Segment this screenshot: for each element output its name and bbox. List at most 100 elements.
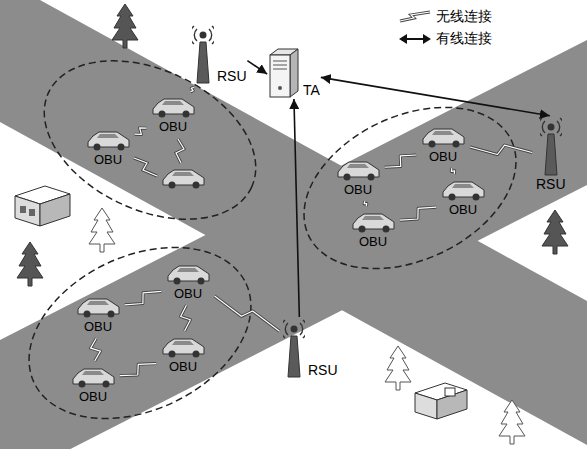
node-label: OBU [359, 235, 387, 249]
wired-link-line [294, 99, 299, 317]
road [0, 40, 587, 449]
wireless-link-outline [125, 291, 161, 304]
wireless-link [215, 296, 280, 331]
tree [112, 4, 138, 48]
legend-row: 有线连接 [398, 28, 492, 50]
wired-link-line [321, 77, 550, 115]
wireless-link-outline [181, 305, 191, 331]
car-icon [350, 210, 396, 234]
car-icon [160, 335, 206, 359]
wireless-link-outline [451, 168, 454, 174]
building [415, 383, 467, 419]
wireless-link-core [470, 145, 532, 154]
roadside-unit: RSU [192, 24, 247, 84]
roadside-unit: RSU [536, 116, 566, 192]
car-icon [75, 295, 121, 319]
wireless-link-core [190, 87, 194, 92]
wireless-link [120, 364, 156, 376]
car-icon [335, 158, 381, 182]
wireless-link-outline [190, 87, 194, 92]
antenna-icon [192, 24, 214, 84]
wireless-link-outline [385, 155, 417, 167]
icon [165, 262, 211, 286]
icon [70, 365, 116, 389]
cluster-outline [19, 29, 281, 251]
wired-link-line [247, 61, 267, 74]
icon [150, 95, 196, 119]
legend-row: 无线连接 [398, 6, 492, 28]
wireless-link-core [400, 207, 436, 220]
antenna-icon [540, 116, 562, 176]
node-label: OBU [429, 150, 457, 164]
vehicle-obu: OBU [85, 128, 131, 167]
node-label: RSU [536, 177, 566, 192]
server-icon [268, 46, 300, 98]
wireless-link-core [91, 338, 101, 361]
wireless-link [181, 305, 191, 331]
wireless-link-core [181, 305, 191, 331]
wireless-link-core [215, 296, 280, 331]
icon [420, 125, 466, 149]
legend: 无线连接有线连接 [398, 6, 492, 50]
vehicle-obu: OBU [420, 125, 466, 164]
wireless-link-core [451, 168, 454, 174]
node-label: TA [303, 83, 320, 98]
vehicle-obu: OBU [160, 335, 206, 374]
icon [283, 318, 305, 378]
node-label: OBU [449, 203, 477, 217]
tree [89, 208, 115, 252]
car-icon [150, 95, 196, 119]
wireless-link [125, 291, 161, 304]
node-label: OBU [79, 390, 107, 404]
car-icon [420, 125, 466, 149]
wireless-link-core [364, 201, 367, 206]
icon [160, 335, 206, 359]
car-icon [165, 262, 211, 286]
wireless-link [91, 338, 101, 361]
wireless-link-outline [364, 201, 367, 206]
wired-link [321, 77, 550, 115]
tree [17, 242, 43, 286]
vehicle-obu: OBU [70, 365, 116, 404]
cluster-outline [278, 75, 542, 300]
node-label: OBU [84, 320, 112, 334]
wireless-link-outline [470, 145, 532, 154]
node-label: OBU [169, 360, 197, 374]
node-label: RSU [308, 363, 338, 378]
roadside-unit: RSU [283, 318, 338, 378]
authority-server: TA [268, 46, 320, 98]
vehicle-obu: OBU [335, 158, 381, 197]
vehicle-obu: OBU [440, 178, 486, 217]
icon [75, 295, 121, 319]
vehicle-obu: OBU [150, 95, 196, 134]
wireless-link [451, 168, 454, 174]
wired-link [294, 99, 299, 317]
wireless-link [385, 155, 417, 167]
wireless-link [190, 87, 194, 92]
tree [385, 346, 411, 390]
legend-sample [398, 9, 432, 25]
car [163, 170, 204, 189]
wireless-link-core [135, 128, 147, 135]
wireless-link [134, 139, 184, 176]
icon [440, 178, 486, 202]
vehicle-obu: OBU [350, 210, 396, 249]
tree [499, 400, 525, 444]
wireless-link-outline [215, 296, 280, 331]
icon [192, 24, 214, 84]
legend-label: 无线连接 [436, 8, 492, 26]
legend-label: 有线连接 [436, 30, 492, 48]
node-label: RSU [217, 69, 247, 84]
tree [542, 210, 568, 254]
vehicle-obu: OBU [75, 295, 121, 334]
wireless-link-outline [120, 364, 156, 376]
antenna-icon [283, 318, 305, 378]
icon [85, 128, 131, 152]
wireless-sample [398, 9, 432, 25]
node-label: OBU [94, 153, 122, 167]
wireless-link [364, 201, 367, 206]
node-label: OBU [344, 183, 372, 197]
wireless-link-core [120, 364, 156, 376]
